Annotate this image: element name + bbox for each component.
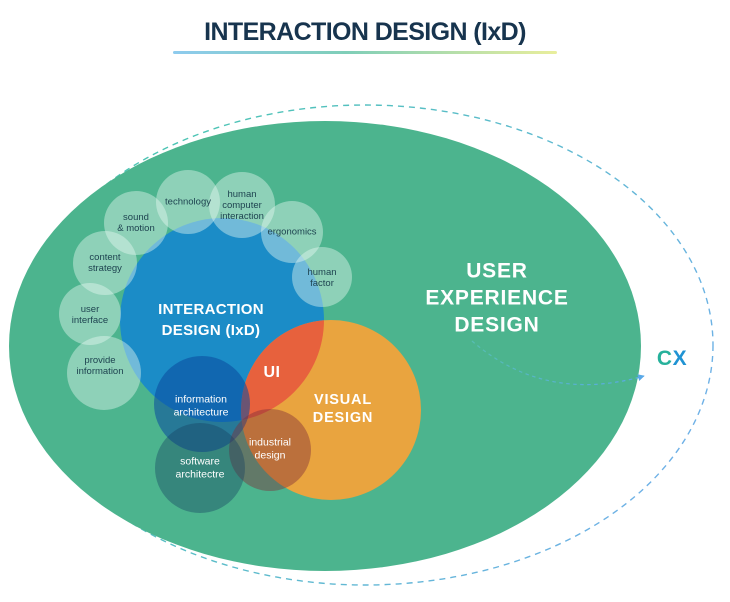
ergonomics-bubble — [261, 201, 323, 263]
cx-arrow — [471, 340, 645, 386]
title-underline — [173, 51, 557, 54]
information-architecture-circle — [154, 356, 250, 452]
software-architecture-circle — [155, 423, 245, 513]
technology-bubble — [156, 170, 220, 234]
cx-dashed-ellipse — [16, 104, 714, 586]
sound-motion-bubble — [104, 191, 168, 255]
satellite-bubbles — [59, 170, 352, 410]
industrial-design-circle — [229, 409, 311, 491]
page-title: INTERACTION DESIGN (IxD) — [204, 18, 526, 46]
ui-overlap-lens — [241, 320, 324, 422]
provide-information-bubble — [67, 336, 141, 410]
content-strategy-bubble — [73, 231, 137, 295]
user-interface-bubble — [59, 283, 121, 345]
hci-bubble — [209, 172, 275, 238]
human-factor-bubble — [292, 247, 352, 307]
